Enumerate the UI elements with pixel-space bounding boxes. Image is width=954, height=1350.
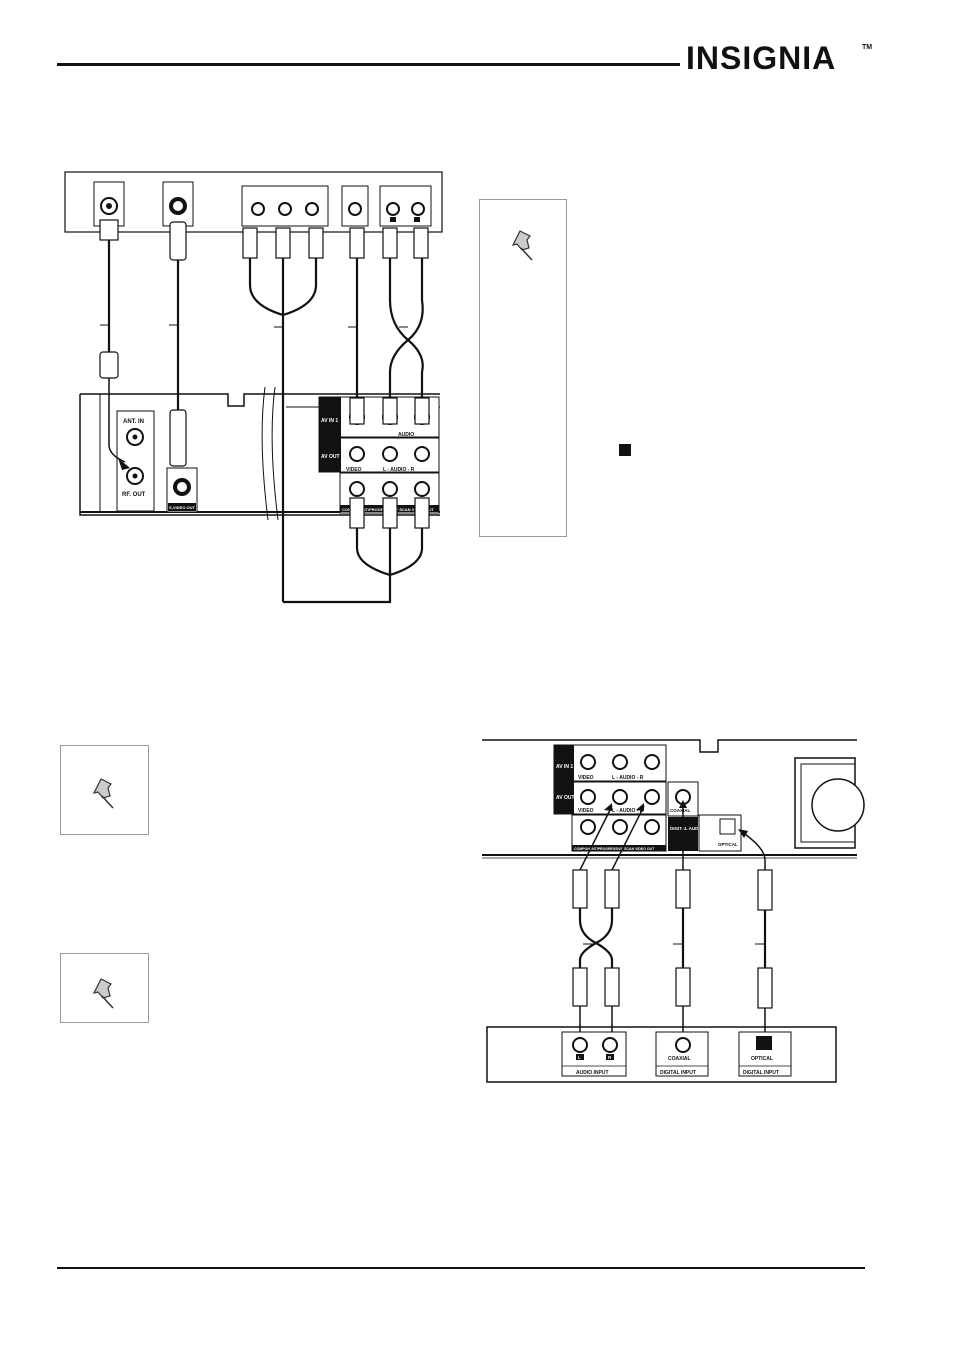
component-out-label-2: COMPONENT/PROGRESSIVE SCAN VIDEO OUT — [574, 847, 655, 851]
svideo-out-label: S-VIDEO OUT — [169, 505, 196, 510]
amp-l-label: L — [578, 1055, 581, 1060]
amplifier-panel — [486, 1026, 837, 1083]
ant-in-label: ANT. IN — [123, 419, 144, 425]
note-box-middle — [60, 745, 149, 835]
amp-r-label: R — [608, 1055, 612, 1060]
end-marker-square — [619, 444, 631, 456]
amp-digital-input-label: DIGITAL INPUT — [660, 1070, 696, 1076]
video-label-3: VIDEO — [578, 808, 594, 814]
audio-label: AUDIO — [398, 432, 414, 438]
audio-lr-label-3: L - AUDIO - R — [612, 808, 644, 814]
insignia-logo: INSIGNIA TM — [686, 40, 876, 80]
av-in-1-label-2: AV IN 1 — [556, 764, 573, 770]
amp-optical-label: OPTICAL — [751, 1056, 773, 1062]
amp-digital-input-label-2: DIGITAL INPUT — [743, 1070, 779, 1076]
pushpin-icon — [92, 778, 114, 809]
recorder-rear-panel — [482, 739, 857, 753]
av-in-1-label: AV IN 1 — [321, 418, 338, 424]
audio-connection-diagram: AV IN 1 AV OUT VIDEO L - AUDIO - R VIDEO… — [482, 739, 865, 1083]
logo-text: INSIGNIA — [686, 40, 837, 76]
pushpin-icon — [92, 978, 114, 1009]
digital-audio-out-label: DIGITAL AUDIO OUT — [670, 826, 714, 831]
header-rule — [57, 63, 680, 66]
av-out-label: AV OUT — [321, 454, 340, 460]
note-box-top — [479, 199, 567, 537]
note-box-bottom — [60, 953, 149, 1023]
av-out-label-2: AV OUT — [556, 795, 575, 801]
recorder-back-panel — [79, 393, 440, 516]
audio-lr-label: L - AUDIO - R — [383, 467, 415, 473]
video-label: VIDEO — [346, 467, 362, 473]
pushpin-icon — [511, 230, 533, 261]
video-label-2: VIDEO — [578, 775, 594, 781]
coaxial-label: COAXIAL — [670, 808, 691, 813]
rf-out-label: RF. OUT — [122, 492, 146, 498]
tv-connection-diagram: ANT. IN RF. OUT S-VIDEO OUT AV IN 1 AV O… — [64, 171, 443, 604]
footer-rule — [57, 1267, 865, 1269]
audio-input-label: AUDIO INPUT — [576, 1070, 609, 1076]
optical-label: OPTICAL — [718, 842, 738, 847]
amp-coaxial-label: COAXIAL — [668, 1056, 691, 1062]
logo-trademark: TM — [862, 44, 873, 51]
audio-lr-label-2: L - AUDIO - R — [612, 775, 644, 781]
